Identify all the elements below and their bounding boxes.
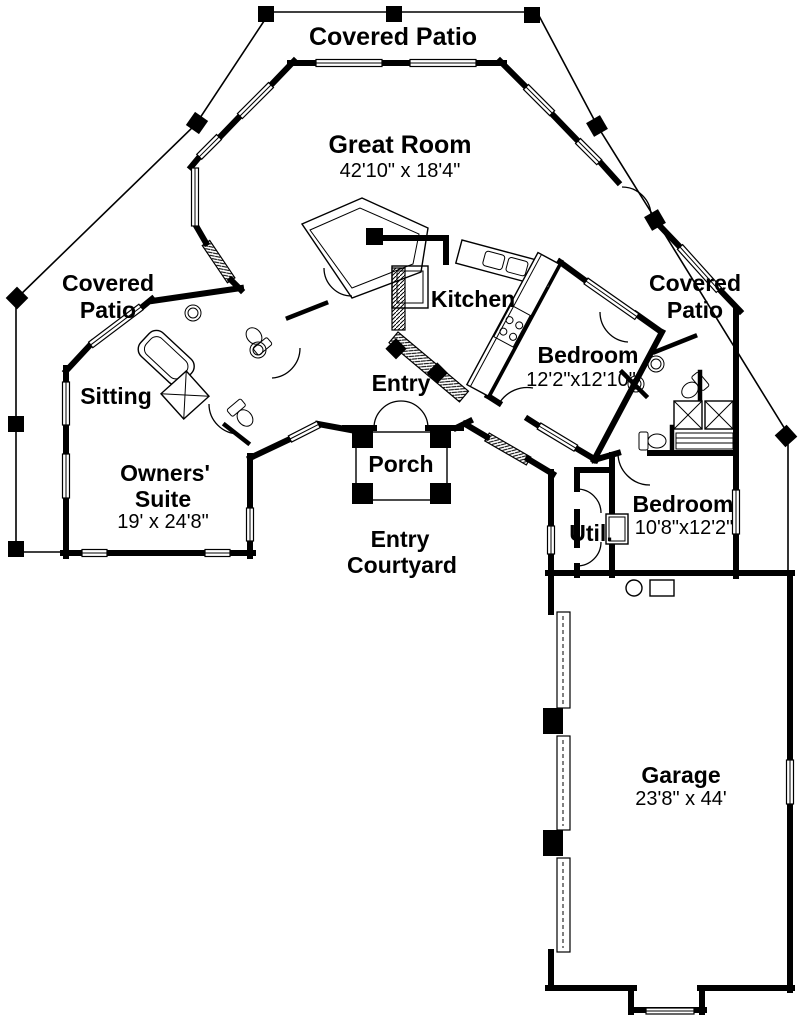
washer-icon: [605, 513, 629, 545]
covered-patio-left-label-1: Covered: [62, 270, 154, 296]
water-heater-icon: [625, 579, 643, 597]
covered-patio-right-label-2: Patio: [667, 297, 723, 323]
kitchen-range-counter: [465, 251, 561, 397]
kitchen-post: [366, 228, 383, 245]
utility-garage-fixtures: [543, 513, 675, 953]
linen-shelves: [675, 432, 734, 450]
walk-in-closet: [300, 197, 429, 299]
bedroom-2-dims: 10'8"x12'2": [635, 517, 734, 539]
porch-structure: [352, 427, 451, 504]
toilet-icon: [240, 322, 273, 357]
covered-patio-top-label: Covered Patio: [309, 23, 477, 51]
porch-label: Porch: [368, 451, 433, 477]
kitchen-fixtures: [366, 228, 561, 403]
shower-icon: [160, 370, 210, 420]
sitting-label: Sitting: [80, 383, 152, 409]
window-bay: [483, 432, 532, 466]
furnace-icon: [649, 579, 675, 597]
bedroom-2-label: Bedroom: [633, 491, 734, 517]
master-bath-fixtures: [137, 197, 429, 432]
kitchen-label: Kitchen: [431, 286, 515, 312]
owners-suite-label-2: Suite: [135, 486, 191, 512]
great-room-dims: 42'10" x 18'4": [340, 160, 461, 182]
great-room-label: Great Room: [328, 131, 471, 159]
garage-dims: 23'8" x 44': [635, 788, 726, 810]
windows: [61, 58, 795, 1015]
covered-patio-left-label-2: Patio: [80, 297, 136, 323]
owners-suite-label-1: Owners': [120, 460, 210, 486]
entry-courtyard-label-2: Courtyard: [347, 552, 457, 578]
door-arcs: [208, 186, 652, 567]
toilet-icon: [226, 397, 259, 432]
entry-label: Entry: [372, 370, 431, 396]
garage-label: Garage: [641, 762, 720, 788]
kitchen-counter: [391, 267, 406, 331]
owners-suite-dims: 19' x 24'8": [117, 511, 208, 533]
util-label: Util.: [569, 520, 612, 546]
east-bath-fixtures: [627, 355, 734, 451]
entry-courtyard-label-1: Entry: [371, 526, 430, 552]
labels: Covered Patio Great Room 42'10" x 18'4" …: [62, 23, 741, 810]
sink-icon: [647, 355, 665, 373]
covered-patio-right-label-1: Covered: [649, 270, 741, 296]
toilet-icon: [676, 371, 711, 404]
toilet-icon: [638, 431, 667, 451]
bedroom-1-dims: 12'2"x12'10": [526, 369, 636, 391]
window-bay: [201, 239, 236, 284]
sink-icon: [184, 304, 202, 322]
bedroom-1-label: Bedroom: [538, 342, 639, 368]
